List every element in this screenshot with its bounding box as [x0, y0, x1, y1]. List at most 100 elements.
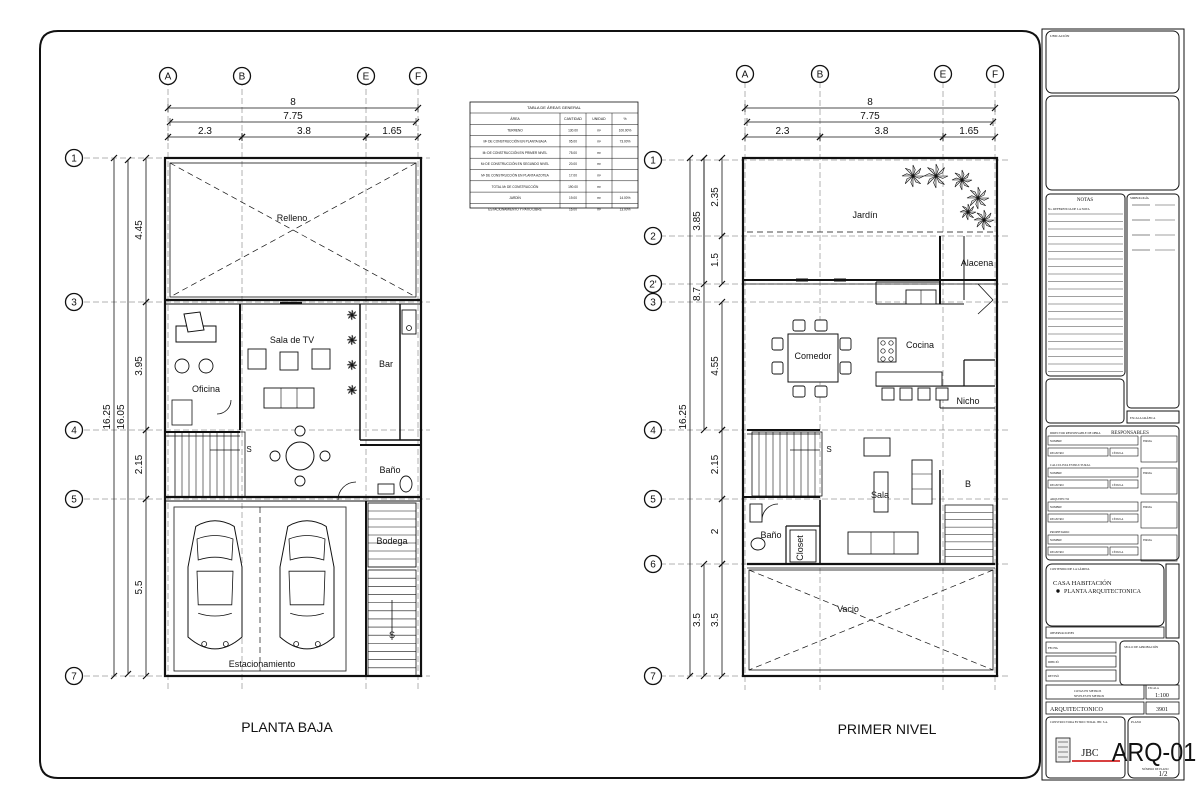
drawing-border	[39, 30, 1041, 779]
line	[686, 672, 694, 680]
stair-direction: S	[826, 445, 831, 454]
tb-cedula: CÉDULA	[1112, 551, 1123, 554]
plant-leaf	[351, 389, 356, 394]
sofa-chair	[279, 351, 299, 371]
plant-leaf	[966, 211, 969, 221]
door-swing	[216, 399, 232, 415]
car-light	[293, 641, 300, 647]
dim-inner: 7.75	[860, 111, 880, 122]
tb-field	[1045, 641, 1117, 654]
tb-field	[1047, 467, 1139, 478]
tb-responsable-role: ARQUITECTO	[1050, 497, 1070, 501]
grid-row-bubble	[64, 420, 84, 440]
tb-nombre: NOMBRE	[1050, 472, 1062, 475]
line	[110, 154, 118, 162]
dim-v-total: 16.25	[102, 404, 113, 429]
tb-responsables: RESPONSABLES	[1111, 431, 1149, 436]
plant-leaf	[351, 336, 356, 341]
room-nicho: Nicho	[956, 396, 979, 406]
area-table-header: %	[623, 117, 626, 121]
clave-box	[1145, 701, 1180, 715]
room-cocina: Cocina	[906, 340, 934, 350]
area-table-cell: 73.00%	[620, 140, 631, 144]
burner	[880, 348, 886, 354]
line	[718, 560, 726, 568]
logo-placeholder-box	[1045, 95, 1180, 191]
line	[142, 298, 150, 306]
car-light	[314, 641, 321, 647]
line	[700, 280, 708, 288]
line	[142, 426, 150, 434]
grid-col-bubble-label: E	[940, 70, 947, 81]
dim-b: 3.8	[875, 126, 889, 137]
car-rear-window	[290, 612, 324, 617]
car	[187, 520, 243, 650]
grid-col-bubble	[985, 64, 1005, 84]
door-swing	[761, 503, 779, 521]
tb-field	[1047, 534, 1139, 545]
line	[718, 426, 726, 434]
plant-leaf	[961, 172, 970, 181]
plant-leaf	[967, 203, 970, 213]
plant-leaf	[959, 210, 969, 213]
grid-row-bubble	[64, 666, 84, 686]
plant-leaf	[935, 163, 939, 177]
dim-v-inner: 8.7	[692, 287, 703, 301]
escala-grafica-box	[1126, 410, 1180, 424]
tb-firma-box	[1140, 501, 1178, 529]
file-cabinet	[171, 399, 193, 426]
plano-box	[1127, 716, 1180, 779]
tb-registro: REGISTRO	[1050, 452, 1064, 455]
line	[124, 156, 132, 164]
tb-responsable-role: PROPIETARIO	[1050, 530, 1070, 534]
tb-firma-box	[1140, 534, 1178, 562]
drawing-frame	[39, 30, 1041, 779]
line	[142, 672, 150, 680]
grid-col-bubble	[356, 66, 376, 86]
notas-box	[1045, 193, 1126, 377]
grid-row-bubble	[64, 489, 84, 509]
plant-leaf	[977, 197, 986, 207]
car-roof	[288, 570, 326, 606]
dining-chair	[294, 475, 306, 487]
plant-leaf	[910, 175, 914, 188]
area-table-cell: 14.00%	[620, 196, 631, 200]
dim-b: 3.8	[297, 126, 311, 137]
plant-leaf	[912, 168, 922, 177]
observaciones-box	[1045, 626, 1165, 639]
plant-leaf	[961, 179, 973, 183]
area-table-cell: 75.00	[569, 151, 577, 155]
area-table-cell: TOTAL M² DE CONSTRUCCIÓN	[492, 184, 539, 189]
dim-c: 1.65	[382, 126, 402, 137]
car-body	[279, 520, 335, 650]
tb-firma: FIRMA	[1143, 472, 1152, 475]
sofa-chair	[311, 348, 331, 370]
plant-leaf	[967, 211, 977, 214]
area-table-cell: m²	[597, 151, 601, 155]
sofa	[263, 387, 315, 409]
area-table-cell: m²	[597, 174, 601, 178]
area-table-cell: m²	[597, 140, 601, 144]
plant-leaf	[927, 175, 937, 185]
plant-leaf	[935, 167, 945, 177]
dim-c: 1.65	[959, 126, 979, 137]
room-bar: Bar	[379, 359, 393, 369]
line	[124, 670, 132, 678]
tb-cedula: CÉDULA	[1112, 518, 1123, 521]
burner	[888, 340, 894, 346]
plant-leaf	[905, 167, 914, 177]
tb-cedula: CÉDULA	[1112, 452, 1123, 455]
dim-v-6: 3.5	[692, 613, 703, 627]
plant-leaf	[981, 219, 985, 231]
area-table-cell: M² DE CONSTRUCCIÓN EN PLANTA AZOTEA	[481, 173, 549, 178]
tb-field	[1109, 479, 1139, 489]
plant-leaf	[975, 197, 979, 210]
grid-row-bubble-label: 4	[650, 426, 656, 437]
bar-stool	[881, 387, 895, 401]
area-table-cell: m²	[597, 162, 601, 166]
area-table-frame	[469, 101, 639, 209]
tb-cedula: CÉDULA	[1112, 484, 1123, 487]
plant-leaf	[348, 336, 353, 341]
plant-leaf	[351, 334, 354, 341]
